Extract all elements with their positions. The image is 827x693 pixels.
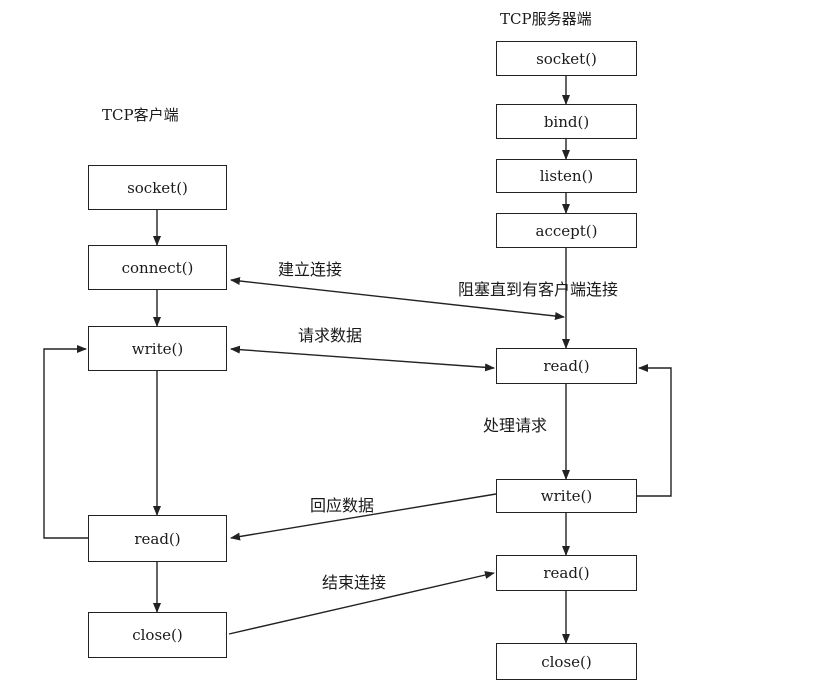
label-response-data: 回应数据 [310,496,375,515]
loop-server-write-to-read [637,364,672,497]
server-bind-box: bind() [496,104,637,139]
client-title: TCP客户端 [102,106,179,124]
arrow-request-data [230,345,495,372]
server-read2-box: read() [496,555,637,591]
arrow-response-data [230,493,497,541]
server-listen-box: listen() [496,159,637,193]
server-close-box: close() [496,643,637,680]
label-request-data: 请求数据 [298,326,363,345]
label-process-request: 处理请求 [483,416,548,435]
client-socket-box: socket() [88,165,227,210]
arrow-establish-connection [230,277,565,320]
server-write-box: write() [496,479,637,513]
client-write-box: write() [88,326,227,371]
client-connect-box: connect() [88,245,227,290]
server-accept-box: accept() [496,213,637,248]
label-block-until-client: 阻塞直到有客户端连接 [458,280,619,299]
label-establish-connection: 建立连接 [278,260,343,279]
server-title: TCP服务器端 [500,10,592,28]
server-read-box: read() [496,348,637,384]
client-read-box: read() [88,515,227,562]
arrow-end-connection [228,571,495,635]
client-close-box: close() [88,612,227,658]
label-end-connection: 结束连接 [322,573,387,592]
loop-client-read-to-write [43,345,88,539]
server-socket-box: socket() [496,41,637,76]
